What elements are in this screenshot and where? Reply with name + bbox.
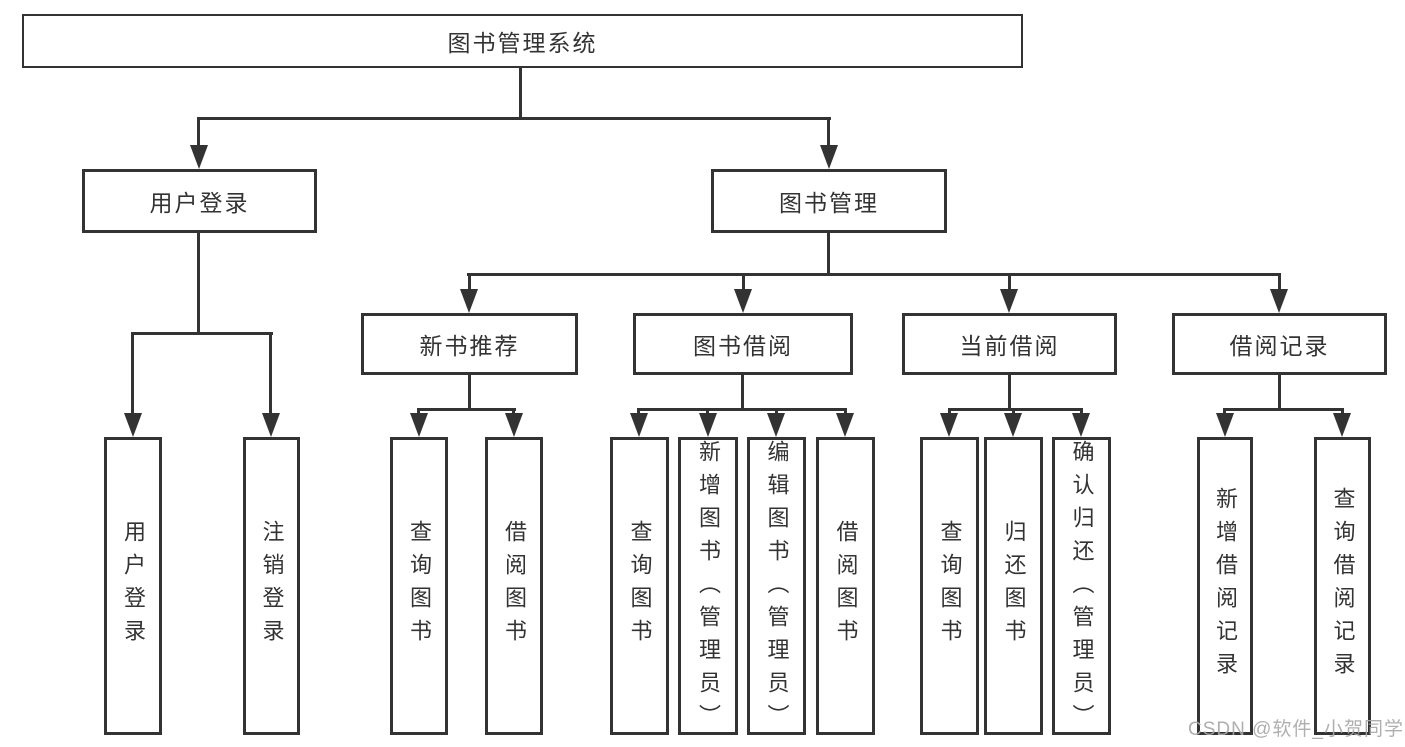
leaf-query-books-current: 查询图书: [920, 437, 979, 735]
arrowhead: [505, 413, 523, 437]
node-label: 用户登录: [149, 190, 250, 216]
leaf-edit-books-admin: 编辑图书（管理员）: [747, 437, 806, 737]
leaf-label: 确认归还（管理员）: [1069, 440, 1095, 737]
edge-book-mgmt-drop-1: [468, 273, 471, 293]
arrowhead: [190, 145, 208, 169]
node-label: 新书推荐: [419, 333, 520, 359]
edge-borrowing-bar: [637, 408, 847, 411]
leaf-logout: 注销登录: [243, 437, 300, 735]
node-current-borrowing: 当前借阅: [902, 313, 1117, 375]
leaf-query-books-recommend: 查询图书: [390, 437, 448, 735]
edge-records-stem: [1278, 375, 1281, 411]
leaf-label: 新增借阅记录: [1213, 487, 1238, 685]
arrowhead: [1216, 413, 1234, 437]
arrowhead: [767, 413, 785, 437]
leaf-label: 查询图书: [627, 520, 653, 652]
node-book-borrowing: 图书借阅: [633, 313, 853, 375]
leaf-label: 查询图书: [407, 520, 432, 652]
leaf-query-borrow-record: 查询借阅记录: [1314, 437, 1371, 735]
node-label: 图书管理系统: [447, 30, 598, 56]
edge-current-bar: [948, 408, 1083, 411]
edge-book-mgmt-stem: [827, 233, 830, 276]
node-book-management: 图书管理: [711, 169, 947, 233]
arrowhead: [940, 413, 958, 437]
edge-book-mgmt-drop-2: [742, 273, 745, 293]
leaf-confirm-return-admin: 确认归还（管理员）: [1052, 437, 1111, 737]
arrowhead: [1072, 413, 1090, 437]
edge-recommend-bar: [417, 408, 516, 411]
arrowhead: [1333, 413, 1351, 437]
leaf-borrow-books: 借阅图书: [816, 437, 875, 735]
edge-root-right-drop: [827, 117, 830, 151]
arrowhead: [410, 413, 428, 437]
leaf-query-books-borrowing: 查询图书: [610, 437, 669, 735]
node-new-book-recommend: 新书推荐: [361, 313, 578, 375]
node-user-login: 用户登录: [82, 169, 317, 233]
leaf-add-books-admin: 新增图书（管理员）: [678, 437, 738, 737]
arrowhead: [836, 413, 854, 437]
arrowhead: [699, 413, 717, 437]
arrowhead: [630, 413, 648, 437]
leaf-user-login: 用户登录: [104, 437, 162, 735]
edge-borrowing-stem: [741, 375, 744, 411]
arrowhead: [460, 289, 478, 313]
edge-records-bar: [1223, 408, 1344, 411]
arrowhead: [1004, 413, 1022, 437]
arrowhead: [262, 413, 280, 437]
edge-user-login-drop-2: [269, 332, 272, 417]
leaf-label: 借阅图书: [833, 520, 859, 652]
edge-book-mgmt-drop-3: [1008, 273, 1011, 293]
leaf-label: 归还图书: [1001, 520, 1027, 652]
edge-recommend-stem: [468, 375, 471, 411]
csdn-watermark: CSDN @软件_小贺同学: [1188, 719, 1404, 740]
arrowhead: [820, 145, 838, 169]
edge-book-mgmt-drop-4: [1278, 273, 1281, 293]
edge-user-login-stem: [197, 233, 200, 335]
arrowhead: [734, 289, 752, 313]
leaf-add-borrow-record: 新增借阅记录: [1197, 437, 1253, 735]
node-label: 图书管理: [779, 190, 879, 216]
edge-root-left-drop: [197, 117, 200, 151]
node-borrowing-records: 借阅记录: [1172, 313, 1387, 375]
edge-user-login-drop-1: [131, 332, 134, 417]
node-label: 借阅记录: [1229, 333, 1330, 359]
node-label: 图书借阅: [693, 333, 793, 359]
edge-root-stem: [519, 66, 522, 118]
arrowhead: [1270, 289, 1288, 313]
leaf-label: 编辑图书（管理员）: [764, 440, 790, 737]
leaf-label: 注销登录: [259, 520, 285, 652]
node-label: 当前借阅: [959, 333, 1060, 359]
edge-current-stem: [1008, 375, 1011, 411]
leaf-label: 借阅图书: [502, 520, 527, 652]
leaf-label: 用户登录: [121, 520, 146, 652]
leaf-borrow-books-recommend: 借阅图书: [485, 437, 543, 735]
arrowhead: [1000, 289, 1018, 313]
edge-user-login-bar: [131, 332, 273, 335]
leaf-label: 查询图书: [937, 520, 963, 652]
node-library-management-system: 图书管理系统: [22, 14, 1023, 68]
arrowhead: [124, 413, 142, 437]
leaf-return-books: 归还图书: [984, 437, 1043, 735]
edge-root-bar: [197, 117, 831, 120]
leaf-label: 查询借阅记录: [1330, 487, 1356, 685]
leaf-label: 新增图书（管理员）: [696, 440, 721, 737]
edge-book-mgmt-bar: [467, 273, 1281, 276]
